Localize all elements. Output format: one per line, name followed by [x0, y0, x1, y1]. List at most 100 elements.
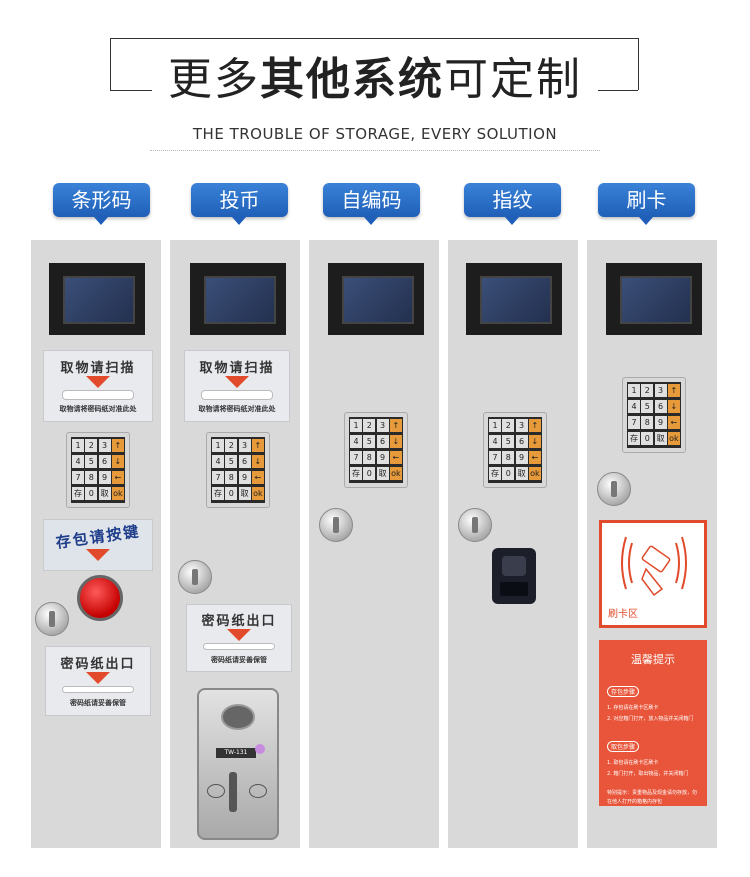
keypad-key[interactable]: 6	[376, 435, 389, 448]
keypad-key[interactable]: 7	[212, 471, 224, 484]
keypad-key[interactable]: 取	[376, 467, 389, 480]
keypad-key[interactable]: 0	[363, 467, 376, 480]
keypad-key[interactable]: 8	[363, 451, 376, 464]
keypad-key[interactable]: ↓	[389, 435, 402, 448]
keypad-key[interactable]: ok	[111, 487, 124, 500]
keypad-key[interactable]: 7	[628, 416, 640, 429]
keypad-key[interactable]: 存	[212, 487, 224, 500]
keypad-key[interactable]: 3	[98, 439, 111, 452]
keypad-key[interactable]: 4	[628, 400, 640, 413]
keypad-key[interactable]: 7	[489, 451, 501, 464]
lock-icon[interactable]	[178, 560, 212, 594]
keypad-key[interactable]: 8	[641, 416, 654, 429]
keypad-key[interactable]: 2	[85, 439, 98, 452]
keypad-key[interactable]: 4	[212, 455, 224, 468]
keypad-key[interactable]: ←	[389, 451, 402, 464]
keypad-key[interactable]: 取	[654, 432, 667, 445]
keypad-key[interactable]: 5	[225, 455, 238, 468]
keypad-key[interactable]: 6	[238, 455, 251, 468]
header-frame-top	[110, 38, 638, 39]
keypad-key[interactable]: ↑	[111, 439, 124, 452]
keypad-key[interactable]: 6	[98, 455, 111, 468]
keypad-key[interactable]: 1	[72, 439, 84, 452]
lock-icon[interactable]	[319, 508, 353, 542]
lock-icon[interactable]	[597, 472, 631, 506]
keypad-key[interactable]: 1	[350, 419, 362, 432]
keypad-key[interactable]: ok	[528, 467, 541, 480]
keypad-key[interactable]: 2	[502, 419, 515, 432]
keypad-key[interactable]: 9	[238, 471, 251, 484]
coin-acceptor[interactable]: TW-131	[197, 688, 279, 840]
keypad-key[interactable]: 8	[85, 471, 98, 484]
keypad-key[interactable]: 5	[641, 400, 654, 413]
keypad-key[interactable]: ↓	[111, 455, 124, 468]
keypad-key[interactable]: ok	[667, 432, 680, 445]
red-push-button[interactable]	[77, 575, 123, 621]
keypad-key[interactable]: 取	[98, 487, 111, 500]
keypad-key[interactable]: 7	[72, 471, 84, 484]
keypad-key[interactable]: ok	[389, 467, 402, 480]
scan-window[interactable]	[201, 390, 273, 400]
keypad-key[interactable]: 存	[350, 467, 362, 480]
keypad-key[interactable]: 6	[515, 435, 528, 448]
keypad-key[interactable]: 3	[238, 439, 251, 452]
keypad-key[interactable]: ok	[251, 487, 264, 500]
keypad-key[interactable]: 0	[502, 467, 515, 480]
lock-icon[interactable]	[458, 508, 492, 542]
keypad-key[interactable]: ↑	[528, 419, 541, 432]
keypad-key[interactable]: 3	[515, 419, 528, 432]
keypad-key[interactable]: 存	[489, 467, 501, 480]
keypad-key[interactable]: ↓	[251, 455, 264, 468]
keypad-key[interactable]: ←	[251, 471, 264, 484]
keypad-key[interactable]: 2	[363, 419, 376, 432]
keypad-key[interactable]: 存	[72, 487, 84, 500]
keypad-key[interactable]: 4	[72, 455, 84, 468]
keypad-key[interactable]: 4	[489, 435, 501, 448]
keypad-key[interactable]: ←	[667, 416, 680, 429]
keypad-key[interactable]: 4	[350, 435, 362, 448]
keypad-key[interactable]: 8	[225, 471, 238, 484]
keypad-key[interactable]: 1	[212, 439, 224, 452]
keypad-key[interactable]: ↑	[389, 419, 402, 432]
keypad-key[interactable]: ↓	[667, 400, 680, 413]
keypad-key[interactable]: 取	[515, 467, 528, 480]
keypad-key[interactable]: 5	[502, 435, 515, 448]
keypad-key[interactable]: 1	[628, 384, 640, 397]
keypad-key[interactable]: ←	[528, 451, 541, 464]
keypad-key[interactable]: 8	[502, 451, 515, 464]
keypad-key[interactable]: ↑	[667, 384, 680, 397]
scan-window[interactable]	[62, 390, 134, 400]
keypad-key[interactable]: 0	[85, 487, 98, 500]
keypad-key[interactable]: 9	[376, 451, 389, 464]
keypad-key[interactable]: 1	[489, 419, 501, 432]
keypad-key[interactable]: 5	[363, 435, 376, 448]
fingerprint-scanner[interactable]	[492, 548, 536, 604]
keypad-key[interactable]: 2	[641, 384, 654, 397]
keypad-key[interactable]: 取	[238, 487, 251, 500]
keypad-key[interactable]: 9	[515, 451, 528, 464]
paper-subtitle: 密码纸请妥善保管	[211, 656, 267, 664]
keypad-key[interactable]: ↑	[251, 439, 264, 452]
lock-icon[interactable]	[35, 602, 69, 636]
card-swipe-zone[interactable]: 刷卡区	[599, 520, 707, 628]
keypad-key[interactable]: 3	[376, 419, 389, 432]
keypad-key[interactable]: 9	[654, 416, 667, 429]
keypad-key[interactable]: 7	[350, 451, 362, 464]
keypad-key[interactable]: 存	[628, 432, 640, 445]
keypad-key[interactable]: 9	[98, 471, 111, 484]
keypad-key[interactable]: 5	[85, 455, 98, 468]
keypad-key[interactable]: 3	[654, 384, 667, 397]
keypad-key[interactable]: 0	[225, 487, 238, 500]
keypad-key[interactable]: ←	[111, 471, 124, 484]
keypad-key[interactable]: 6	[654, 400, 667, 413]
keypad-key[interactable]: 2	[225, 439, 238, 452]
keypad-key[interactable]: 0	[641, 432, 654, 445]
keypad-key[interactable]: ↓	[528, 435, 541, 448]
